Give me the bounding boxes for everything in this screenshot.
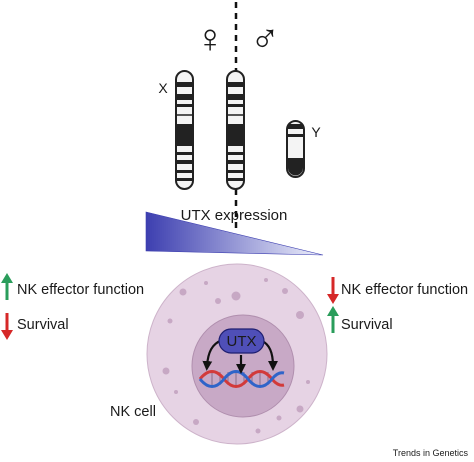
male-symbol: ♂ [250,17,280,61]
left-panel: NK effector function Survival [1,273,144,340]
x-chromosome-female [175,70,194,190]
dna-helix [198,370,285,388]
left-survival-text: Survival [17,317,69,333]
female-symbol: ♀ [195,17,225,61]
x-chromosome-label: X [158,80,168,96]
x-chromosome-male [226,70,245,190]
left-survival-down-arrow [1,313,13,340]
utx-expression-label: UTX expression [181,207,288,224]
utx-label: UTX [227,333,257,350]
left-effector-up-arrow [1,273,13,300]
left-effector-text: NK effector function [17,282,144,298]
y-chromosome-label: Y [311,124,321,140]
journal-credit: Trends in Genetics [393,448,469,458]
right-survival-up-arrow [327,306,339,333]
cytoplasm-granules [162,278,310,434]
nk-cell-label: NK cell [110,404,156,420]
utx-expression-gradient [145,211,324,256]
y-chromosome [286,120,305,178]
utx-protein [218,328,265,354]
right-effector-down-arrow [327,277,339,304]
right-effector-text: NK effector function [341,282,468,298]
right-panel: NK effector function Survival [327,277,468,333]
right-survival-text: Survival [341,317,393,333]
nk-cell: UTX NK cell [110,263,328,445]
